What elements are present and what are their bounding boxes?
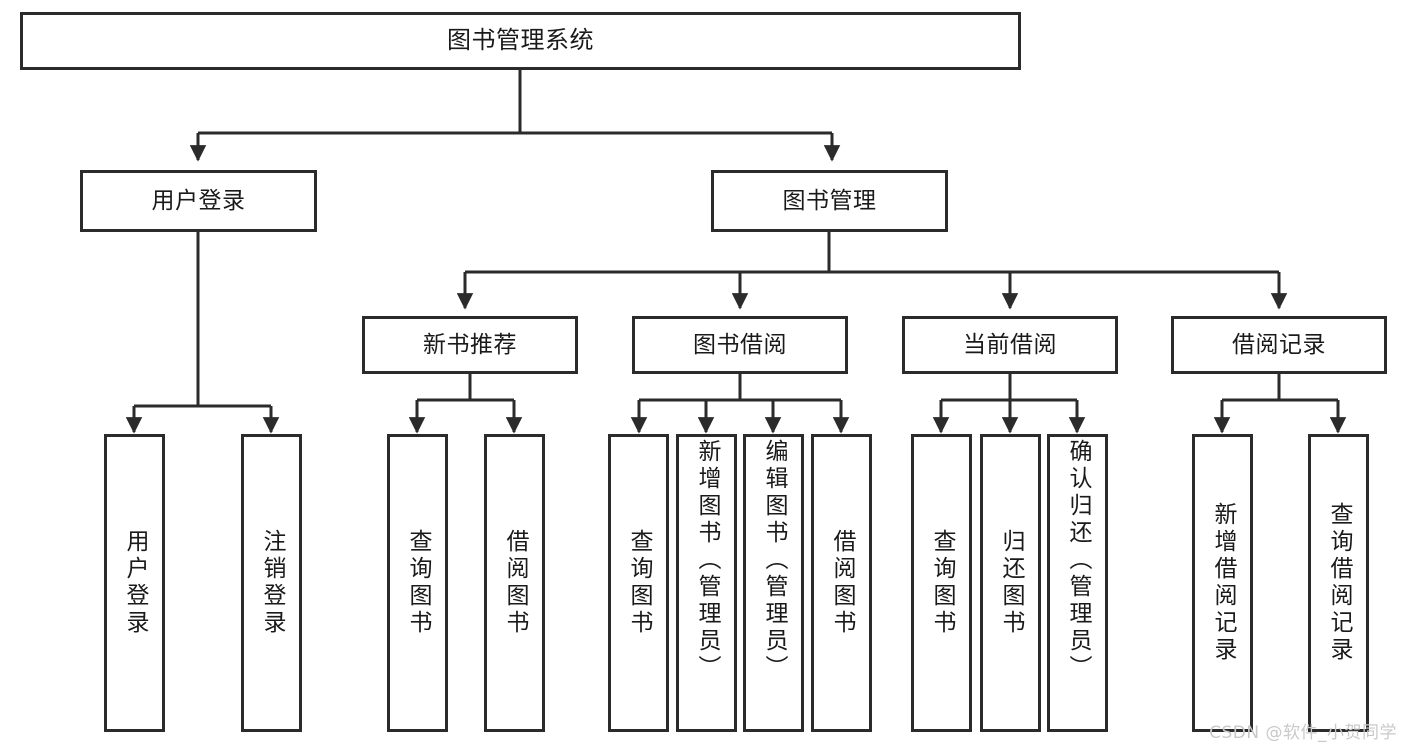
node-label: 借阅记录 (1232, 331, 1326, 358)
node-user-login[interactable]: 用户登录 (80, 170, 317, 232)
node-current-borrow[interactable]: 当前借阅 (902, 316, 1118, 374)
node-label: 查询图书 (929, 529, 955, 637)
node-label: 图书借阅 (693, 331, 787, 358)
node-leaf-add-borrow-record[interactable]: 新增借阅记录 (1192, 434, 1253, 732)
node-leaf-query-book-1[interactable]: 查询图书 (387, 434, 448, 732)
node-book-borrow[interactable]: 图书借阅 (632, 316, 848, 374)
node-leaf-add-book[interactable]: 新增图书（管理员） (676, 434, 737, 732)
node-label: 注销登录 (259, 529, 285, 637)
node-leaf-query-book-3[interactable]: 查询图书 (911, 434, 972, 732)
node-label: 确认归还（管理员） (1065, 439, 1091, 682)
node-leaf-query-borrow-record[interactable]: 查询借阅记录 (1308, 434, 1369, 732)
node-leaf-return-book[interactable]: 归还图书 (980, 434, 1041, 732)
node-new-book-recommend[interactable]: 新书推荐 (362, 316, 578, 374)
node-label: 查询图书 (405, 529, 431, 637)
node-label: 编辑图书（管理员） (761, 439, 787, 682)
node-leaf-query-book-2[interactable]: 查询图书 (608, 434, 669, 732)
node-label: 新增借阅记录 (1210, 502, 1236, 664)
node-leaf-edit-book[interactable]: 编辑图书（管理员） (743, 434, 804, 732)
node-label: 查询图书 (626, 529, 652, 637)
node-label: 借阅图书 (502, 529, 528, 637)
node-leaf-user-logout[interactable]: 注销登录 (241, 434, 302, 732)
node-root[interactable]: 图书管理系统 (20, 12, 1021, 70)
node-label: 借阅图书 (829, 529, 855, 637)
node-leaf-user-login[interactable]: 用户登录 (104, 434, 165, 732)
node-label: 归还图书 (998, 529, 1024, 637)
node-label: 当前借阅 (963, 331, 1057, 358)
node-book-manage[interactable]: 图书管理 (711, 170, 948, 232)
node-leaf-borrow-book-2[interactable]: 借阅图书 (811, 434, 872, 732)
node-label: 图书管理系统 (447, 26, 594, 55)
node-label: 用户登录 (122, 529, 148, 637)
node-label: 查询借阅记录 (1326, 502, 1352, 664)
node-label: 用户登录 (151, 187, 246, 214)
watermark: CSDN @软件_小贺同学 (1209, 723, 1397, 743)
node-label: 新书推荐 (423, 331, 517, 358)
node-leaf-borrow-book-1[interactable]: 借阅图书 (484, 434, 545, 732)
node-leaf-confirm-return[interactable]: 确认归还（管理员） (1047, 434, 1108, 732)
node-borrow-record[interactable]: 借阅记录 (1171, 316, 1387, 374)
node-label: 图书管理 (782, 187, 877, 214)
node-label: 新增图书（管理员） (694, 439, 720, 682)
